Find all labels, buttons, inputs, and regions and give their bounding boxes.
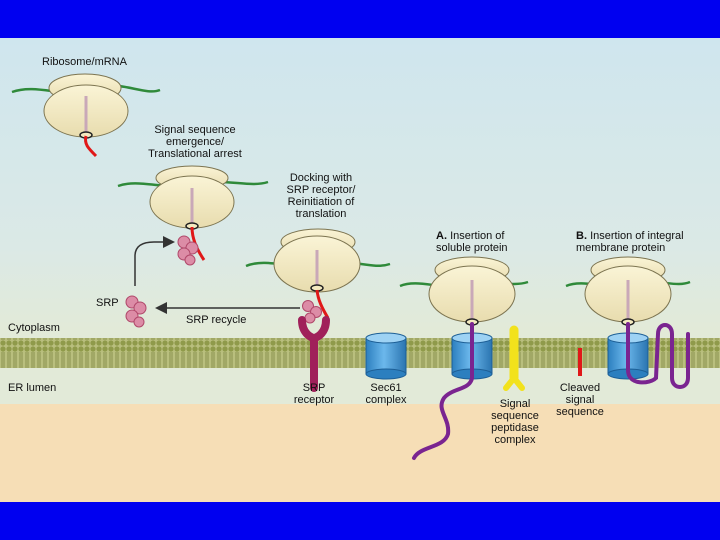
ribosome-arrested bbox=[117, 165, 269, 266]
label-line: Sec61 bbox=[370, 382, 402, 394]
label-srp: SRP bbox=[96, 297, 119, 309]
srp-binding-arrow bbox=[134, 236, 175, 286]
signal-sequence bbox=[84, 135, 98, 158]
label-line: Insertion of integral bbox=[590, 230, 684, 242]
label-line: Docking with bbox=[289, 172, 353, 184]
label-cleaved-signal: Cleaved signal sequence bbox=[550, 382, 610, 418]
srp-particle-bound bbox=[177, 235, 199, 266]
membrane-protein-chain bbox=[626, 322, 690, 389]
ribosome-insertion-membrane bbox=[565, 256, 691, 326]
srp-particle-free bbox=[125, 295, 147, 328]
label-er-lumen: ER lumen bbox=[8, 382, 57, 394]
label-srp-recycle: SRP recycle bbox=[186, 314, 247, 326]
label-insertion-a: A. Insertion of soluble protein bbox=[436, 230, 508, 254]
label-letter: B. bbox=[576, 230, 587, 242]
label-line: membrane protein bbox=[576, 242, 666, 254]
sec61-channel-empty bbox=[365, 332, 407, 380]
label-line: soluble protein bbox=[436, 242, 508, 254]
label-line: Reinitiation of bbox=[287, 196, 355, 208]
label-peptidase: Signal sequence peptidase complex bbox=[484, 398, 546, 446]
label-line: sequence bbox=[556, 406, 604, 418]
signal-peptidase bbox=[503, 325, 525, 391]
label-cytoplasm: Cytoplasm bbox=[8, 322, 60, 334]
label-ribosome-mrna: Ribosome/mRNA bbox=[42, 56, 127, 68]
er-lumen-region bbox=[0, 404, 720, 502]
label-line: Cleaved bbox=[559, 382, 601, 394]
label-line: receptor bbox=[293, 394, 335, 406]
label-line: complex bbox=[494, 434, 536, 446]
label-signal-emergence: Signal sequence emergence/ Translational… bbox=[140, 124, 250, 160]
label-line: peptidase bbox=[491, 422, 539, 434]
top-frame-bar bbox=[0, 0, 720, 38]
label-insertion-b: B. Insertion of integral membrane protei… bbox=[576, 230, 684, 254]
label-docking: Docking with SRP receptor/ Reinitiation … bbox=[276, 172, 366, 220]
label-line: emergence/ bbox=[165, 136, 225, 148]
label-line: translation bbox=[295, 208, 347, 220]
pathway-drawing bbox=[0, 73, 720, 460]
label-line: Signal sequence bbox=[154, 124, 236, 136]
label-srp-receptor: SRP receptor bbox=[286, 382, 342, 406]
ribosome-insertion-soluble bbox=[399, 256, 529, 326]
label-sec61: Sec61 complex bbox=[358, 382, 414, 406]
label-line: SRP bbox=[302, 382, 326, 394]
label-line: complex bbox=[365, 394, 407, 406]
srp-receptor bbox=[298, 316, 330, 392]
soluble-protein-chain bbox=[412, 322, 474, 460]
diagram-panel: Ribosome/mRNA Signal sequence emergence/… bbox=[0, 38, 720, 502]
label-line: Translational arrest bbox=[148, 148, 242, 160]
label-line: Signal bbox=[499, 398, 531, 410]
bottom-frame-bar bbox=[0, 502, 720, 540]
ribosome-docking bbox=[245, 228, 391, 324]
ribosome-free bbox=[11, 73, 161, 158]
label-line: SRP receptor/ bbox=[286, 184, 356, 196]
label-letter: A. bbox=[436, 230, 447, 242]
label-line: Insertion of bbox=[450, 230, 505, 242]
label-line: signal bbox=[565, 394, 595, 406]
label-line: sequence bbox=[491, 410, 539, 422]
er-membrane bbox=[0, 338, 720, 368]
